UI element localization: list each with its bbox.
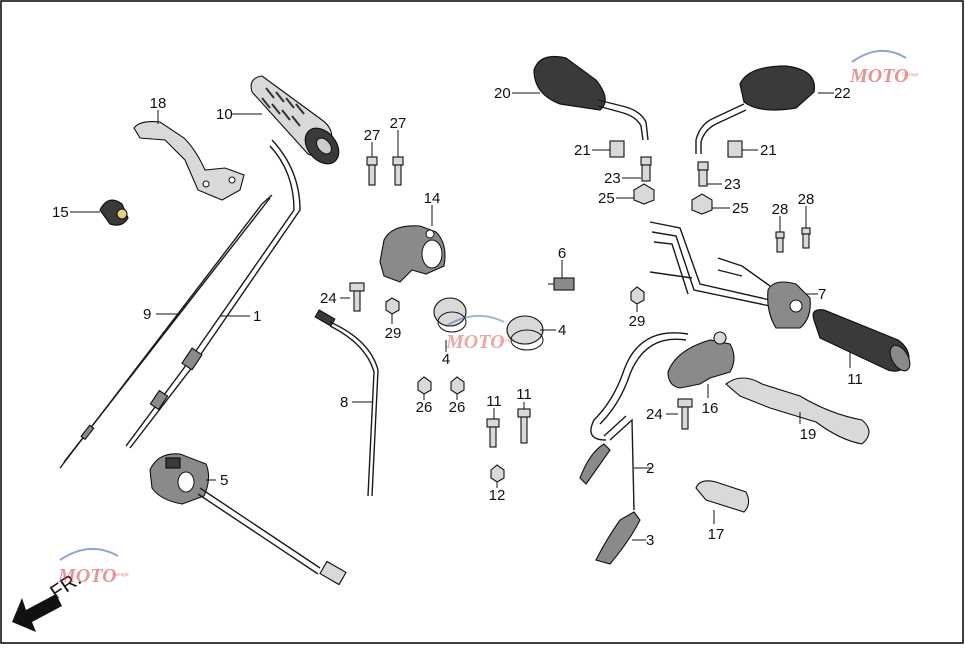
callout-29-right: 29 — [629, 313, 646, 330]
callout-24-right: 24 — [646, 406, 663, 423]
bolt-23-left — [640, 156, 652, 182]
nut-29-left — [385, 297, 400, 315]
watermark-subtext: Garage — [112, 572, 129, 578]
callout-4-b: 4 — [558, 322, 566, 339]
watermark-subtext: Garage — [902, 72, 919, 78]
callout-2: 2 — [646, 460, 654, 477]
bolt-11-b — [517, 408, 531, 444]
speedometer-cable — [314, 309, 379, 497]
brake-master — [590, 331, 735, 441]
brake-lever-right — [725, 377, 870, 445]
callout-26-a: 26 — [416, 399, 433, 416]
callout-29-left: 29 — [385, 325, 402, 342]
right-switch-housing — [649, 221, 811, 329]
callout-20: 20 — [494, 85, 511, 102]
left-switch-housing — [149, 453, 347, 586]
nut-12 — [490, 464, 505, 483]
clutch-lever-left — [133, 121, 245, 201]
callout-11-a: 11 — [486, 393, 502, 410]
throttle-grip — [250, 75, 340, 165]
callout-14: 14 — [424, 190, 441, 207]
watermark-text: MOTO — [445, 331, 505, 353]
callout-5: 5 — [220, 472, 228, 489]
callout-25-left: 25 — [598, 190, 615, 207]
callout-16: 16 — [702, 400, 719, 417]
cable-9 — [59, 194, 273, 469]
callout-11-c: 11 — [847, 371, 863, 388]
callout-3: 3 — [646, 532, 654, 549]
nut-29-right — [630, 286, 645, 305]
callout-6: 7 — [818, 286, 826, 303]
callout-17: 17 — [708, 526, 725, 543]
nut-26-a — [417, 376, 432, 395]
leader-lines — [70, 92, 851, 541]
callout-28-b: 28 — [798, 191, 815, 208]
bolt-24-right — [677, 398, 693, 430]
hose-2 — [579, 415, 635, 511]
watermark-text: MOTO — [849, 65, 909, 87]
switch-part-7 — [548, 277, 575, 291]
callout-27-b: 27 — [390, 115, 407, 132]
clamp-4-b — [506, 315, 544, 351]
callout-23-left: 23 — [604, 170, 621, 187]
nut-25-right — [691, 193, 713, 215]
adapter-21-right — [727, 140, 743, 158]
callout-21-right: 21 — [760, 142, 777, 159]
screw-28-a — [775, 231, 785, 253]
watermark-subtext: Garage — [498, 338, 515, 344]
callout-15: 15 — [52, 204, 69, 221]
screw-27-b — [392, 156, 404, 186]
right-grip — [812, 309, 911, 372]
boot-3 — [595, 511, 641, 565]
callout-23-right: 23 — [724, 176, 741, 193]
screw-28-b — [801, 227, 811, 249]
callout-9: 9 — [143, 306, 151, 323]
screw-27-a — [366, 156, 378, 186]
callout-12: 12 — [489, 487, 506, 504]
callout-22: 22 — [834, 85, 851, 102]
callout-11-b: 11 — [516, 386, 532, 403]
callout-25-right: 25 — [732, 200, 749, 217]
callout-21-left: 21 — [574, 142, 591, 159]
callout-4-a: 4 — [442, 351, 450, 368]
nut-26-b — [450, 376, 465, 395]
watermark-logo-center: MOTO Garage — [445, 315, 515, 353]
watermark-logo-top-right: MOTO Garage — [849, 50, 919, 87]
callout-labels: 18 10 15 9 1 5 27 27 14 24 29 4 4 6 8 26… — [52, 85, 863, 549]
callout-27-a: 27 — [364, 127, 381, 144]
bolt-11-a — [486, 418, 500, 448]
cable-1 — [125, 139, 301, 449]
callout-10: 10 — [216, 106, 233, 123]
bolt-24-left — [349, 282, 365, 312]
adapter-21-left — [609, 140, 625, 158]
callout-19: 19 — [800, 426, 817, 443]
callout-28-a: 28 — [772, 201, 789, 218]
callout-26-b: 26 — [449, 399, 466, 416]
switch-part-15 — [99, 199, 129, 226]
watermark-text: MOTO — [57, 565, 117, 587]
nut-25-left — [633, 183, 655, 205]
callout-24-left: 24 — [320, 290, 337, 307]
mirror-right — [695, 65, 816, 154]
callout-18: 18 — [150, 95, 167, 112]
bolt-23-right — [697, 161, 709, 187]
clamp-4-a — [433, 297, 467, 333]
handlebar-clamp — [379, 225, 446, 283]
callout-1: 1 — [253, 308, 261, 325]
callout-8: 8 — [340, 394, 348, 411]
mirror-left — [533, 55, 649, 141]
cover-17 — [695, 480, 750, 513]
callout-7: 6 — [558, 245, 566, 262]
watermark-logo-bottom-left: MOTO Garage — [57, 547, 129, 587]
